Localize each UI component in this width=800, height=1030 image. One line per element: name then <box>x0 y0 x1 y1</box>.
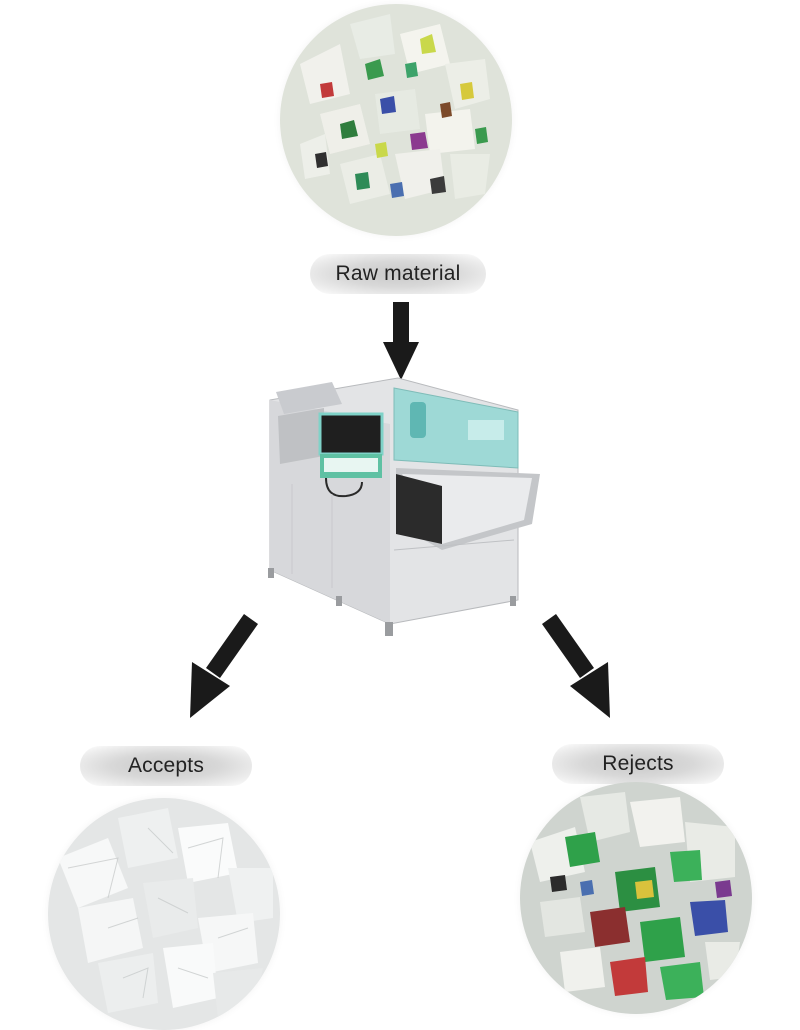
accepts-label: Accepts <box>80 746 252 786</box>
arrow-down-left-icon <box>190 614 258 718</box>
raw-material-flakes <box>280 4 512 236</box>
arrow-down-right-icon <box>542 614 610 718</box>
sorting-machine-image <box>268 377 540 636</box>
rejects-flakes <box>520 782 752 1014</box>
accepts-flakes <box>48 798 280 1030</box>
rejects-label: Rejects <box>552 744 724 784</box>
arrow-down-icon <box>383 302 419 380</box>
accepts-image <box>48 798 280 1030</box>
rejects-image <box>520 782 752 1014</box>
raw-material-label: Raw material <box>310 254 486 294</box>
raw-material-image <box>280 4 512 236</box>
